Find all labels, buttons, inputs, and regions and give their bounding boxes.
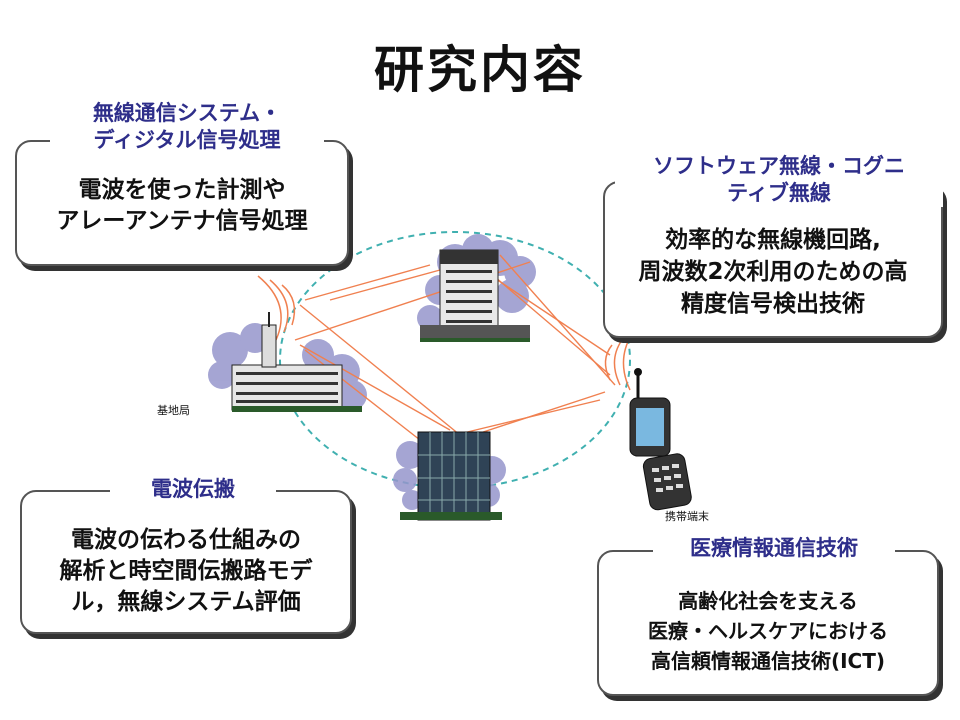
office-building-top (420, 249, 530, 342)
panel-propagation-text: 電波の伝わる仕組みの 解析と時空間伝搬路モデ ル，無線システム評価 (59, 527, 313, 615)
panel-medical-ict-heading: 医療情報通信技術 (653, 535, 895, 562)
panel-sdr-cognitive-text: 効率的な無線機回路, 周波数2次利用のための高 精度信号検出技術 (638, 227, 908, 317)
coverage-ellipse (279, 231, 631, 489)
panel-sdr-cognitive (603, 181, 943, 338)
panel-propagation-heading: 電波伝搬 (110, 476, 276, 503)
base-station-label: 基地局 (157, 404, 190, 417)
panel-medical-ict-text: 高齢化社会を支える 医療・ヘルスケアにおける 高信頼情報通信技術(ICT) (648, 589, 888, 673)
panel-medical-ict (597, 550, 939, 696)
base-station-building (231, 312, 362, 412)
panel-sdr-cognitive-heading: ソフトウェア無線・コグニ ティブ無線 (615, 153, 943, 207)
panel-wireless-dsp-heading: 無線通信システム・ ディジタル信号処理 (50, 100, 324, 154)
mobile-phone-icon (629, 368, 692, 511)
wave-arcs (257, 275, 633, 391)
glass-building-bottom (400, 431, 502, 521)
panel-wireless-dsp-text: 電波を使った計測や アレーアンテナ信号処理 (56, 177, 308, 234)
mobile-terminal-label: 携帯端末 (665, 510, 709, 523)
page-title: 研究内容 (374, 41, 586, 99)
